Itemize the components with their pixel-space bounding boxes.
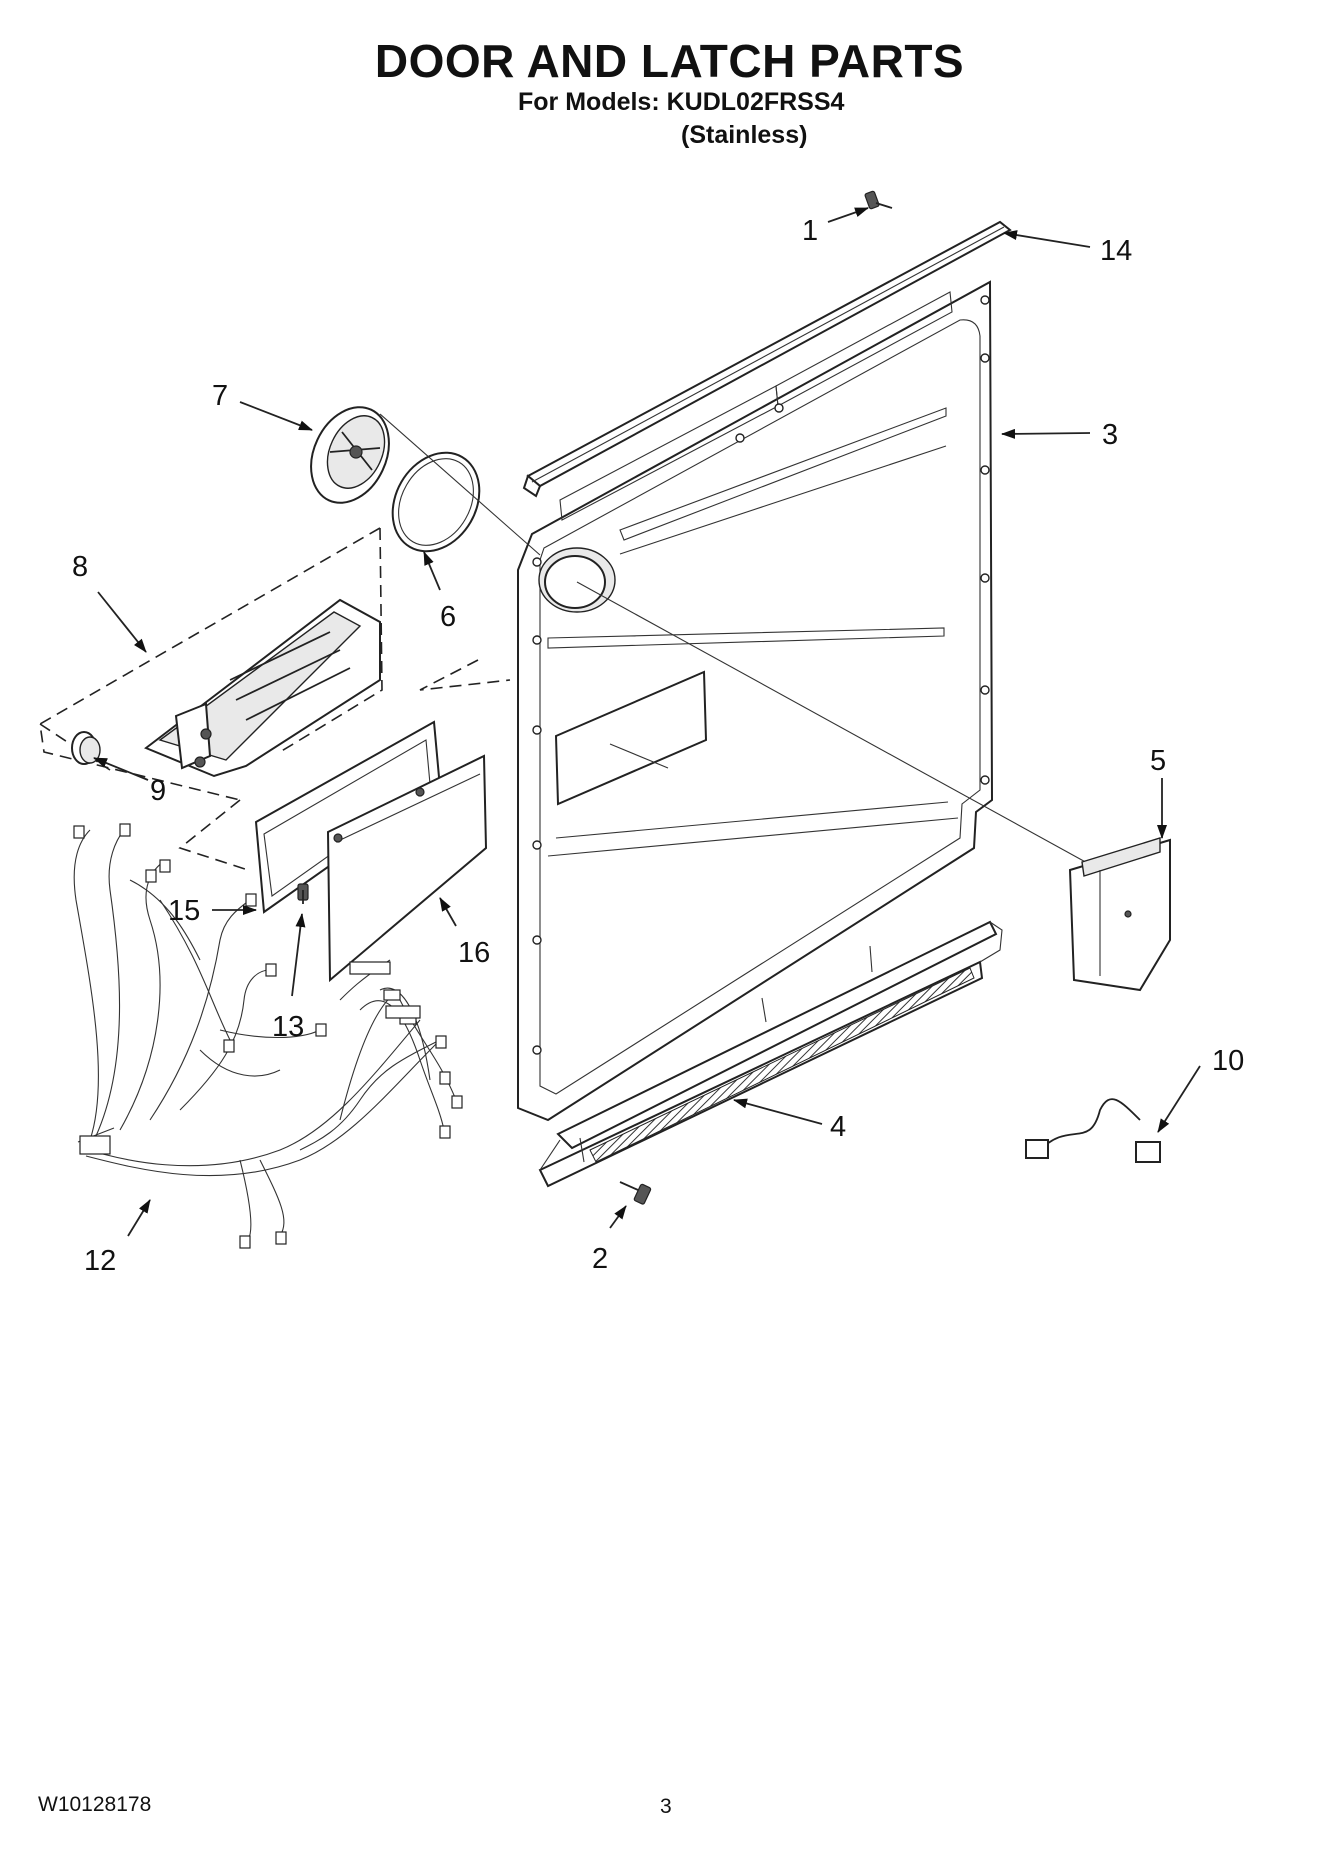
callout-10: 10 [1212,1045,1244,1077]
page-number: 3 [660,1795,672,1818]
document-number: W10128178 [38,1793,152,1816]
callout-2: 2 [592,1243,608,1275]
callout-1: 1 [802,215,818,247]
short-cable [1025,1098,1161,1163]
callout-12: 12 [84,1245,116,1277]
gasket-ring [391,451,481,553]
callout-8: 8 [72,551,88,583]
callout-6: 6 [440,601,456,633]
top-trim-strip [522,220,1012,498]
callout-14: 14 [1100,235,1132,267]
variant-line: (Stainless) [681,121,808,149]
inner-door-panel [517,280,994,1122]
callout-15: 15 [168,895,200,927]
callout-9: 9 [150,775,166,807]
control-board [326,754,488,983]
callout-16: 16 [458,937,490,969]
callout-7: 7 [212,380,228,412]
callout-13: 13 [272,1011,304,1043]
callout-labels: 1 14 3 7 6 8 9 5 15 16 13 10 4 2 12 [72,215,1244,1277]
bottom-screw [619,1181,652,1205]
callout-4: 4 [830,1111,846,1143]
callout-3: 3 [1102,419,1118,451]
top-screw [864,190,893,210]
page-title: DOOR AND LATCH PARTS [374,35,965,87]
latch-assembly [39,527,511,871]
dispenser-cover [1068,837,1171,992]
bottom-vent-trim [538,920,1003,1188]
callout-arrows [93,207,1201,1237]
board-screw [297,883,309,904]
latch-knob [71,731,101,765]
models-line: For Models: KUDL02FRSS4 [518,88,845,116]
callout-5: 5 [1150,745,1166,777]
main-wire-harness [73,823,463,1249]
round-vent-cap [310,406,390,504]
